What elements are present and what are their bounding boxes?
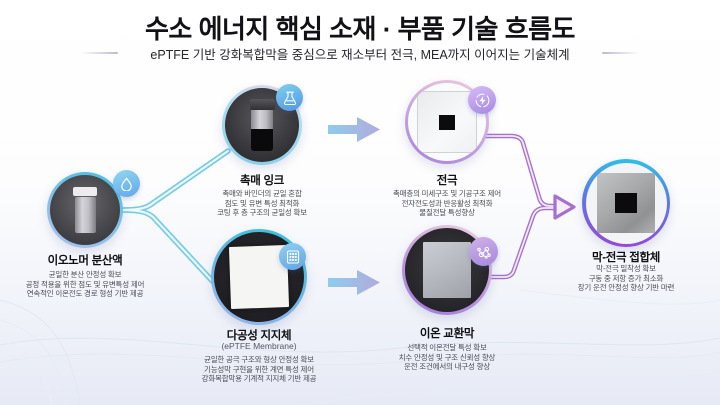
ionomer-photo [50, 175, 120, 245]
page-subtitle: ePTFE 기반 강화복합막을 중심으로 재소부터 전극, MEA까지 이어지는… [150, 48, 570, 62]
mea-photo [585, 162, 667, 244]
page-title: 수소 에너지 핵심 소재 · 부품 기술 흐름도 [145, 14, 575, 44]
water-drop-icon [113, 170, 140, 197]
membrane-grid-icon [279, 243, 306, 270]
subtitle-right-rule [602, 52, 640, 54]
electrode-photo [408, 83, 486, 161]
catalyst-ink-photo [225, 88, 299, 162]
arrow-to-mea [553, 194, 576, 220]
node-label: 이온 교환막 [419, 328, 475, 340]
arrow-catalyst-to-electrode [328, 117, 380, 142]
subtitle-left-rule [80, 52, 118, 54]
node-sublabel: (ePTFE Membrane) [221, 341, 297, 351]
node-label: 막-전극 접합체 [591, 252, 661, 264]
arrow-support-to-membrane [328, 270, 380, 295]
flask-icon [276, 84, 303, 111]
node-label: 이오노머 분산액 [47, 255, 123, 267]
lightning-icon [468, 86, 496, 114]
molecule-icon [469, 237, 498, 266]
node-label: 촉매 잉크 [239, 175, 284, 187]
node-label: 전극 [436, 175, 458, 187]
node-label: 다공성 지지체 [226, 330, 292, 342]
